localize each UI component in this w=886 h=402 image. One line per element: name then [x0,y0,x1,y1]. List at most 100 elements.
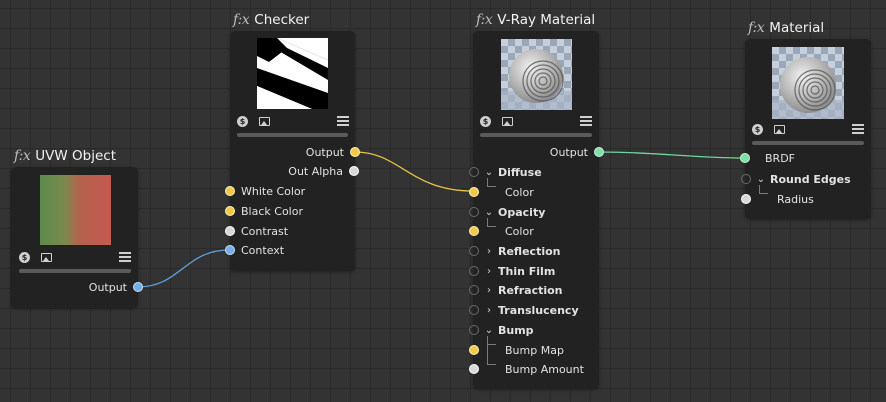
chevron-down-icon[interactable]: ⌄ [484,166,494,178]
input-socket[interactable] [469,364,479,374]
input-socket[interactable] [469,325,479,335]
vray-opacity-group[interactable]: ⌄ Opacity [469,205,545,219]
input-socket[interactable] [469,207,479,217]
port-label: Radius [777,192,814,206]
dollar-icon[interactable]: $ [752,124,763,135]
vray-reflection-group[interactable]: › Reflection [469,244,560,258]
uvw-preview-thumbnail [40,175,111,245]
vray-progress-bar [480,133,592,137]
chevron-right-icon[interactable]: › [487,245,491,257]
dollar-icon[interactable]: $ [237,116,248,127]
group-label: Translucency [498,303,579,317]
menu-icon[interactable] [337,116,349,126]
vray-bump-group[interactable]: ⌄ Bump [469,323,534,337]
input-socket[interactable] [469,167,479,177]
material-radius-port[interactable]: Radius [741,192,814,206]
material-brdf-port[interactable]: BRDF [740,151,795,165]
material-preview-thumbnail [772,47,844,119]
input-socket[interactable] [469,187,479,197]
chevron-right-icon[interactable]: › [487,265,491,277]
dollar-icon[interactable]: $ [19,252,30,263]
output-socket[interactable] [133,282,143,292]
port-label: Context [241,243,285,257]
group-label: Diffuse [498,165,542,179]
chevron-right-icon[interactable]: › [487,284,491,296]
port-label: Color [505,185,534,199]
input-socket[interactable] [469,345,479,355]
chevron-down-icon[interactable]: ⌄ [484,324,494,336]
checker-node-title-text: Checker [254,12,310,28]
menu-icon[interactable] [852,124,864,134]
uvw-output-port[interactable]: Output [89,280,143,294]
uvw-node-title[interactable]: f:x UVW Object [14,148,116,164]
checker-context-port[interactable]: Context [225,243,284,257]
checker-contrast-port[interactable]: Contrast [225,224,288,238]
vray-material-node[interactable]: $ Output ⌄ Diffuse Color ⌄ Opacity Color… [469,31,604,389]
port-label: Contrast [241,224,289,238]
image-icon[interactable] [774,125,785,134]
input-socket[interactable] [469,246,479,256]
vray-bump-map-port[interactable]: Bump Map [469,343,564,357]
uvw-object-node[interactable]: $ Output [11,167,143,308]
checker-out-alpha-port[interactable]: Out Alpha [288,164,359,178]
port-label: Bump Map [505,343,564,357]
menu-icon[interactable] [580,116,592,126]
input-socket[interactable] [741,194,751,204]
group-label: Bump [498,323,534,337]
material-round-edges-group[interactable]: ⌄ Round Edges [741,172,851,186]
group-label: Thin Film [498,264,556,278]
image-icon[interactable] [502,117,513,126]
tree-connector [487,218,496,227]
chevron-down-icon[interactable]: ⌄ [484,206,494,218]
group-label: Opacity [498,205,546,219]
material-progress-bar [752,141,864,145]
port-label: Color [505,224,534,238]
material-node-title[interactable]: f:x Material [748,20,824,36]
checker-black-color-port[interactable]: Black Color [225,204,303,218]
vray-translucency-group[interactable]: › Translucency [469,303,579,317]
group-label: Reflection [498,244,561,258]
vray-opacity-color-port[interactable]: Color [469,224,534,238]
output-socket[interactable] [350,147,360,157]
vray-node-title[interactable]: f:x V-Ray Material [476,12,595,28]
checker-node[interactable]: $ Output Out Alpha White Color Black Col… [225,31,360,271]
material-node-title-text: Material [769,20,825,36]
image-icon[interactable] [259,117,270,126]
vray-thin-film-group[interactable]: › Thin Film [469,264,555,278]
input-socket[interactable] [225,226,235,236]
vray-refraction-group[interactable]: › Refraction [469,283,563,297]
dollar-icon[interactable]: $ [480,116,491,127]
input-socket[interactable] [225,186,235,196]
input-socket[interactable] [469,266,479,276]
group-label: Round Edges [770,172,851,186]
checker-output-port[interactable]: Output [306,145,360,159]
vray-output-port[interactable]: Output [550,145,604,159]
input-socket[interactable] [469,285,479,295]
menu-icon[interactable] [119,252,131,262]
checker-preview-thumbnail [257,38,328,109]
material-node[interactable]: $ BRDF ⌄ Round Edges Radius [740,39,871,219]
chevron-right-icon[interactable]: › [487,304,491,316]
port-label: Bump Amount [505,362,584,376]
image-icon[interactable] [41,253,52,262]
vray-bump-amount-port[interactable]: Bump Amount [469,362,584,376]
fx-icon: f:x [476,12,493,28]
input-socket[interactable] [740,153,750,163]
tree-connector [487,336,496,365]
input-socket[interactable] [225,245,235,255]
vray-diffuse-group[interactable]: ⌄ Diffuse [469,165,542,179]
wire-vray-to-material-brdf [598,151,745,159]
wire-uvw-to-checker-context [137,249,230,288]
checker-node-title[interactable]: f:x Checker [233,12,309,28]
fx-icon: f:x [14,148,31,164]
input-socket[interactable] [225,206,235,216]
checker-white-color-port[interactable]: White Color [225,184,305,198]
output-socket[interactable] [349,166,359,176]
input-socket[interactable] [469,226,479,236]
input-socket[interactable] [741,174,751,184]
output-socket[interactable] [594,147,604,157]
input-socket[interactable] [469,305,479,315]
vray-diffuse-color-port[interactable]: Color [469,185,534,199]
chevron-down-icon[interactable]: ⌄ [756,173,766,185]
